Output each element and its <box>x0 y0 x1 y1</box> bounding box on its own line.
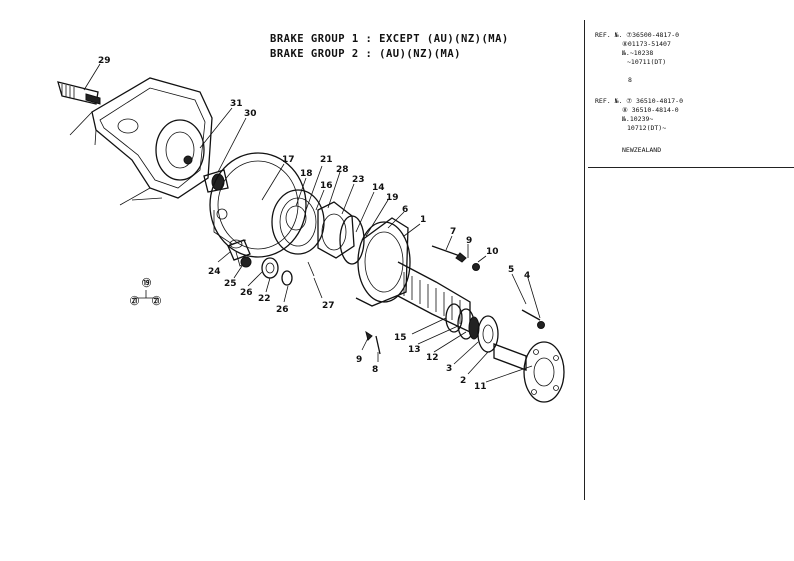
part-label: 24 <box>208 267 221 277</box>
ref1-line4: ~10711(DT) <box>627 58 667 66</box>
brake-group-1-title: BRAKE GROUP 1 : EXCEPT (AU)(NZ)(MA) <box>270 33 509 45</box>
part-label: 9 <box>466 236 472 246</box>
part-label: 14 <box>372 183 385 193</box>
part-label: 6 <box>402 205 408 215</box>
ref2-line3: №.10239~ <box>622 115 654 123</box>
part-label: 19 <box>386 193 399 203</box>
part-label: 3 <box>446 364 452 374</box>
small-parts <box>227 239 315 286</box>
legend-left: ㉑ <box>130 295 139 307</box>
brake-drum <box>209 152 307 258</box>
ref1-line2: ⑧01173-51407 <box>622 40 671 48</box>
part-label: 25 <box>224 279 237 289</box>
part-label: 31 <box>230 99 243 109</box>
part-label: 16 <box>320 181 333 191</box>
part-label: 17 <box>282 155 295 165</box>
leader-lines <box>83 63 541 383</box>
bolts <box>365 245 545 355</box>
part-label: 1 <box>420 215 426 225</box>
part-label: 30 <box>244 109 257 119</box>
circled-legend: ⑲ ㉑ ㉑ <box>130 277 161 307</box>
part-label: 22 <box>258 294 271 304</box>
ref2-line2: ⑧ 36510-4814-0 <box>622 106 679 114</box>
ref2-line4: 10712(DT)~ <box>627 124 667 132</box>
part-label: 11 <box>474 382 487 392</box>
ref2-line1: REF. №. ⑦ 36510-4817-0 <box>595 97 684 105</box>
part-label: 27 <box>322 301 335 311</box>
sidebar-section-divider <box>588 167 794 168</box>
ref1-line3: №.~10238 <box>622 49 654 57</box>
drive-gear <box>317 201 365 265</box>
legend-right: ㉑ <box>152 295 161 307</box>
part-label: 9 <box>356 355 362 365</box>
coupling-30-31 <box>203 169 229 193</box>
part-label: 7 <box>450 227 456 237</box>
ref1-line1: REF. №. ⑦36500-4817-0 <box>595 31 680 39</box>
part-labels: 29 31 30 17 21 28 18 16 23 14 19 6 1 7 9… <box>98 56 530 392</box>
part-label: 10 <box>486 247 499 257</box>
part-label: 8 <box>372 365 378 375</box>
part-label: 4 <box>524 271 530 281</box>
sidebar-divider <box>584 20 585 500</box>
part-label: 23 <box>352 175 365 185</box>
brake-group-2-title: BRAKE GROUP 2 : (AU)(NZ)(MA) <box>270 48 462 60</box>
region-label: NEWZEALAND <box>622 146 662 154</box>
part-label: 26 <box>240 288 253 298</box>
part-label: 5 <box>508 265 514 275</box>
brake-housing <box>69 77 213 206</box>
part-label: 15 <box>394 333 407 343</box>
part-label: 28 <box>336 165 349 175</box>
legend-top: ⑲ <box>142 277 151 289</box>
part-label: 29 <box>98 56 111 66</box>
part-label: 13 <box>408 345 421 355</box>
part-label: 26 <box>276 305 289 315</box>
output-flange <box>493 341 565 403</box>
part-label: 12 <box>426 353 439 363</box>
part-label: 21 <box>320 155 333 165</box>
input-shaft <box>57 81 101 105</box>
part-label: 18 <box>300 169 313 179</box>
axle-housing <box>355 217 471 334</box>
part-label: 2 <box>460 376 466 386</box>
ref-separator: 8 <box>628 76 632 84</box>
